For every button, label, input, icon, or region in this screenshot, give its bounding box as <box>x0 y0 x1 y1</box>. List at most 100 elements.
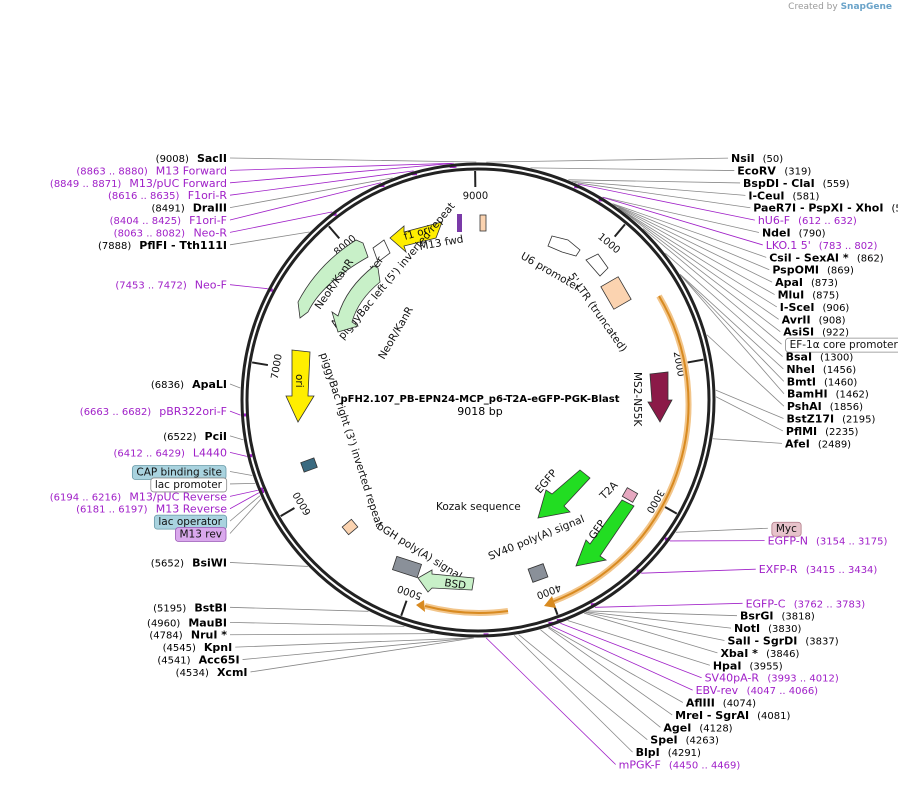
leader-line <box>715 389 784 419</box>
site-name: BsaI <box>786 351 812 364</box>
primer-name: EGFP-C <box>746 597 786 610</box>
leader-line <box>229 633 433 636</box>
leader-line <box>229 163 452 184</box>
leader-line <box>680 274 785 382</box>
site-coord: (2235) <box>825 427 858 438</box>
primer-name: M13/pUC Forward <box>129 177 227 190</box>
site-name: PciI <box>205 430 227 443</box>
site-name: AsiSI <box>783 326 814 339</box>
site-coord: (4545) <box>163 643 196 654</box>
primer-name: Neo-R <box>193 226 227 239</box>
site-coord: (4081) <box>757 711 790 722</box>
leader-line <box>229 492 260 510</box>
feature-box <box>785 337 898 353</box>
tick-label: 5000 <box>396 582 424 601</box>
leader-line <box>618 207 777 308</box>
site-name: NdeI <box>762 227 791 240</box>
tick-mark <box>328 225 341 240</box>
primer-coord: (8063 .. 8082) <box>114 228 186 239</box>
leader-line <box>229 170 414 196</box>
leader-line <box>229 231 310 246</box>
site-coord: (2195) <box>842 415 875 426</box>
site-name: DraIII <box>193 202 227 215</box>
site-coord: (581) <box>793 191 820 202</box>
site-coord: (4263) <box>686 736 719 747</box>
site-coord: (6836) <box>151 380 184 391</box>
leader-line <box>567 620 710 666</box>
ltr-arrow <box>585 253 609 277</box>
site-name: PspOMI <box>772 264 819 277</box>
leader-line <box>229 177 393 208</box>
site-name: PshAI <box>787 400 822 413</box>
site-name: NotI <box>734 622 760 635</box>
feature-box <box>150 477 228 493</box>
leader-line <box>679 274 784 370</box>
leader-line <box>706 334 785 407</box>
ms2-n55k-arrow <box>647 371 673 423</box>
site-coord: (9008) <box>156 154 189 165</box>
tick-mark <box>613 223 626 238</box>
piggybac-left-arrow <box>372 239 391 263</box>
site-coord: (4128) <box>699 723 732 734</box>
orf-arc-right-core <box>551 295 690 603</box>
neor-kanr-inner-arrow <box>331 265 381 333</box>
orange-marker-top <box>479 214 487 232</box>
bsd-label: BSD <box>444 577 467 592</box>
leader-line <box>560 622 702 679</box>
leader-line <box>229 162 454 171</box>
kozak-label: Kozak sequence <box>436 501 521 513</box>
site-name: SalI - SgrDI <box>727 635 797 648</box>
site-coord: (4074) <box>723 699 756 710</box>
leader-line <box>641 568 756 574</box>
leader-line <box>250 637 474 673</box>
site-name: ApaI <box>775 276 803 289</box>
site-name: AgeI <box>663 721 691 734</box>
site-name: MauBI <box>188 616 227 629</box>
site-coord: (4534) <box>176 668 209 679</box>
leader-line <box>229 383 241 389</box>
site-coord: (3837) <box>805 637 838 648</box>
site-coord: (906) <box>822 303 849 314</box>
site-coord: (869) <box>827 266 854 277</box>
primer-coord: (3415 .. 3434) <box>806 565 878 576</box>
leader-line <box>229 284 268 290</box>
site-name: BsrGI <box>740 610 773 623</box>
site-coord: (1300) <box>820 353 853 364</box>
bgh-polya-block <box>391 555 423 579</box>
site-coord: (1460) <box>824 377 857 388</box>
leader-line <box>620 209 781 333</box>
primer-name: EGFP-N <box>768 535 808 548</box>
feature-box-label: lac promoter <box>155 479 223 491</box>
piggybac-right-label: piggyBac right (3') inverted repeat <box>317 351 385 528</box>
feature-box <box>771 521 802 537</box>
site-coord: (4291) <box>668 748 701 759</box>
lac-region-marker <box>300 457 318 473</box>
leader-line <box>618 207 779 320</box>
site-name: MluI <box>778 289 805 302</box>
snapgene-logo: SnapGene <box>840 2 892 12</box>
site-name: BsiWI <box>192 556 227 569</box>
site-coord: (922) <box>822 328 849 339</box>
site-coord: (4960) <box>147 618 180 629</box>
leader-line <box>235 637 473 648</box>
leader-line <box>583 612 718 654</box>
leader-line <box>485 637 616 765</box>
leader-line <box>229 435 244 441</box>
primer-coord: (8849 .. 8871) <box>50 179 122 190</box>
leader-line <box>571 180 746 196</box>
t2a-marker <box>621 487 639 503</box>
site-coord: (862) <box>857 253 884 264</box>
u6-promoter-arrow <box>547 235 581 257</box>
primer-name: M13 Reverse <box>156 503 227 516</box>
site-coord: (8491) <box>151 204 184 215</box>
leader-line <box>229 157 477 163</box>
leader-line <box>613 203 770 271</box>
primer-coord: (612 .. 632) <box>798 216 857 227</box>
site-name: KpnI <box>204 641 232 654</box>
primer-coord: (6663 .. 6682) <box>80 407 152 418</box>
gfp-arrow <box>575 499 635 567</box>
leader-line <box>548 626 684 703</box>
site-coord: (790) <box>799 229 826 240</box>
primer-coord: (6181 .. 6197) <box>76 505 148 516</box>
site-coord: (559) <box>823 179 850 190</box>
